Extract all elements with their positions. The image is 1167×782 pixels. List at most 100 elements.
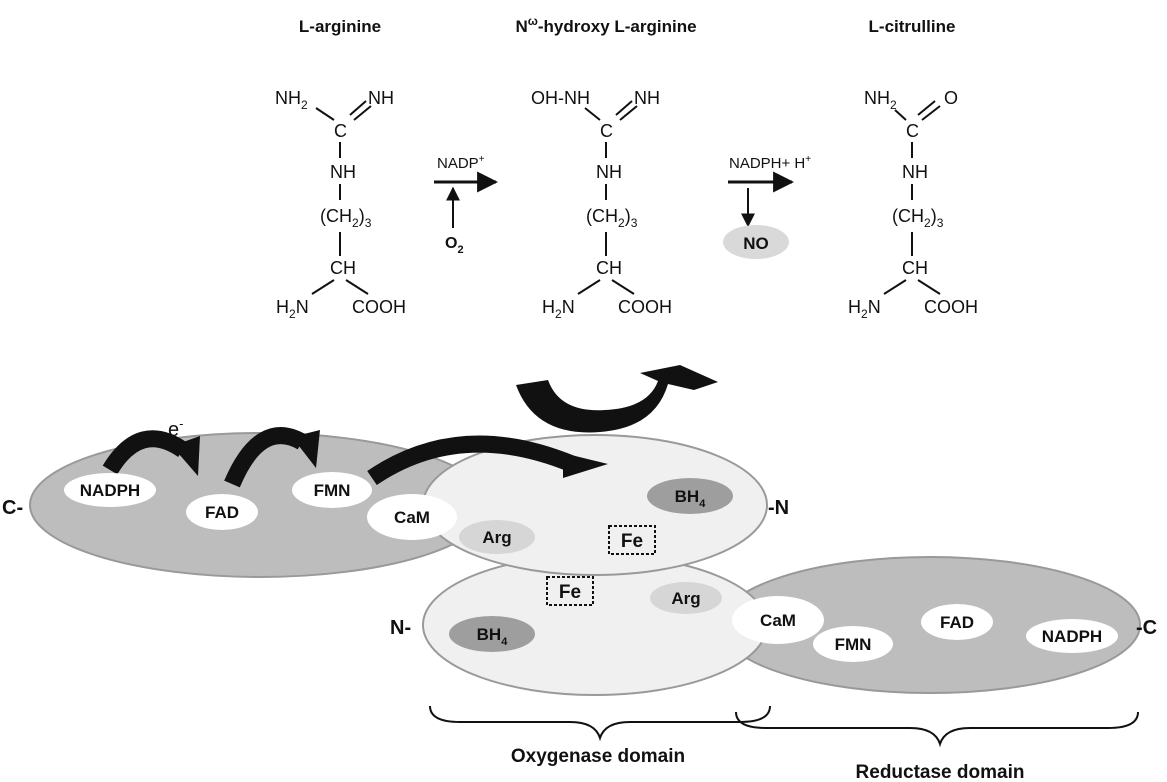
nadph-label: NADPH [1042, 627, 1102, 646]
fmn-label: FMN [835, 635, 872, 654]
top-oxygenase-cofactors: CaM Arg Fe BH4 -N [367, 478, 789, 555]
carboxyl-group: COOH [618, 297, 672, 317]
electron-arrow-3-head [563, 453, 608, 478]
oxygen-label: O2 [445, 235, 464, 256]
electron-arrow-1 [102, 430, 188, 475]
bond-line [894, 109, 907, 121]
bond-line [311, 279, 335, 295]
bond-line [349, 100, 367, 116]
n-terminus-label: -N [768, 497, 789, 519]
bond-line [345, 279, 369, 295]
carbon-atom: C [906, 121, 919, 141]
oxygenase-brace [429, 705, 771, 742]
molecule-title-l-citrulline: L-citrulline [869, 17, 956, 36]
electron-arrow-3 [367, 435, 576, 486]
chain-nh: NH [330, 162, 356, 182]
heme-iron-box [608, 525, 656, 555]
bottom-reductase-cofactors: CaM FMN FAD NADPH -C [732, 596, 1157, 662]
alpha-carbon: CH [596, 258, 622, 278]
nadph-cofactor [64, 473, 156, 507]
bond-line [577, 279, 601, 295]
molecule-hydroxy-arginine: Nω-hydroxy L-arginine OH-NH NH C NH (CH2… [515, 14, 696, 321]
bond-line [921, 105, 941, 121]
bond-line [584, 107, 601, 121]
carboxyl-group: COOH [352, 297, 406, 317]
reaction-step-2: NADPH+ H+ NO [723, 154, 811, 259]
bh4-label: BH4 [675, 487, 707, 510]
fad-cofactor [921, 604, 993, 640]
carboxyl-group: COOH [924, 297, 978, 317]
methylene-chain: (CH2)3 [586, 206, 638, 230]
carbonyl-oxygen: O [944, 88, 958, 108]
molecule-l-arginine: L-arginine NH2 NH C NH (CH2)3 CH H2N COO… [275, 17, 406, 321]
chain-nh: NH [596, 162, 622, 182]
oxygenase-domain-label: Oxygenase domain [511, 746, 685, 767]
bond-line [611, 279, 635, 295]
c-terminus-label: C- [2, 497, 23, 519]
arginine-site [459, 520, 535, 554]
molecule-title-hydroxy-arginine: Nω-hydroxy L-arginine [515, 14, 696, 36]
bond-line [353, 105, 372, 121]
arg-label: Arg [482, 528, 511, 547]
alpha-amine: H2N [542, 297, 575, 321]
fmn-cofactor [813, 626, 893, 662]
electron-arrow-1-head [172, 436, 200, 476]
imine-group: NH [634, 88, 660, 108]
c-terminus-label: -C [1136, 617, 1157, 639]
arg-label: Arg [671, 589, 700, 608]
methylene-chain: (CH2)3 [892, 206, 944, 230]
reductase-domain-label: Reductase domain [856, 762, 1025, 782]
carbon-atom: C [600, 121, 613, 141]
nadph-label: NADPH+ H+ [729, 154, 811, 172]
fmn-cofactor [292, 472, 372, 508]
methylene-chain: (CH2)3 [320, 206, 372, 230]
imine-group: NH [368, 88, 394, 108]
amine-group: NH2 [275, 88, 308, 112]
molecule-title-l-arginine: L-arginine [299, 17, 381, 36]
bond-line [315, 107, 335, 121]
cam-label: CaM [760, 611, 796, 630]
nadp-label: NADP+ [437, 154, 485, 172]
n-terminus-label: N- [390, 617, 411, 639]
bond-line [615, 100, 633, 116]
fad-label: FAD [205, 503, 239, 522]
molecule-l-citrulline: L-citrulline NH2 O C NH (CH2)3 CH H2N CO… [848, 17, 978, 321]
bond-line [883, 279, 907, 295]
bh4-site [449, 616, 535, 652]
calmodulin-binding [367, 494, 457, 540]
nitric-oxide-bubble [723, 225, 789, 259]
bottom-oxygenase-cofactors: N- Fe Arg BH4 [390, 576, 722, 652]
bh4-site [647, 478, 733, 514]
big-curved-arrow [516, 365, 718, 433]
nadph-cofactor [1026, 619, 1118, 653]
electron-label: e- [168, 416, 183, 441]
cam-label: CaM [394, 508, 430, 527]
electron-arrow-2-head [292, 430, 320, 468]
fe-label: Fe [621, 531, 643, 552]
alpha-carbon: CH [330, 258, 356, 278]
nitric-oxide-label: NO [743, 234, 769, 253]
bond-line [619, 105, 638, 121]
amine-group: NH2 [864, 88, 897, 112]
top-reductase-cofactors: C- NADPH FAD FMN [2, 472, 372, 530]
bond-line [917, 279, 941, 295]
bond-line [917, 100, 936, 116]
chain-nh: NH [902, 162, 928, 182]
arginine-site [650, 582, 722, 614]
bh4-label: BH4 [477, 625, 509, 648]
fad-cofactor [186, 494, 258, 530]
fmn-label: FMN [314, 481, 351, 500]
alpha-carbon: CH [902, 258, 928, 278]
alpha-amine: H2N [848, 297, 881, 321]
carbon-atom: C [334, 121, 347, 141]
electron-transfer-arrows: e- [102, 416, 608, 488]
heme-iron-box [546, 576, 594, 606]
calmodulin-binding [732, 596, 824, 644]
alpha-amine: H2N [276, 297, 309, 321]
fe-label: Fe [559, 582, 581, 603]
fad-label: FAD [940, 613, 974, 632]
reaction-step-1: NADP+ O2 [434, 154, 499, 256]
hydroxyamine-group: OH-NH [531, 88, 590, 108]
nadph-label: NADPH [80, 481, 140, 500]
